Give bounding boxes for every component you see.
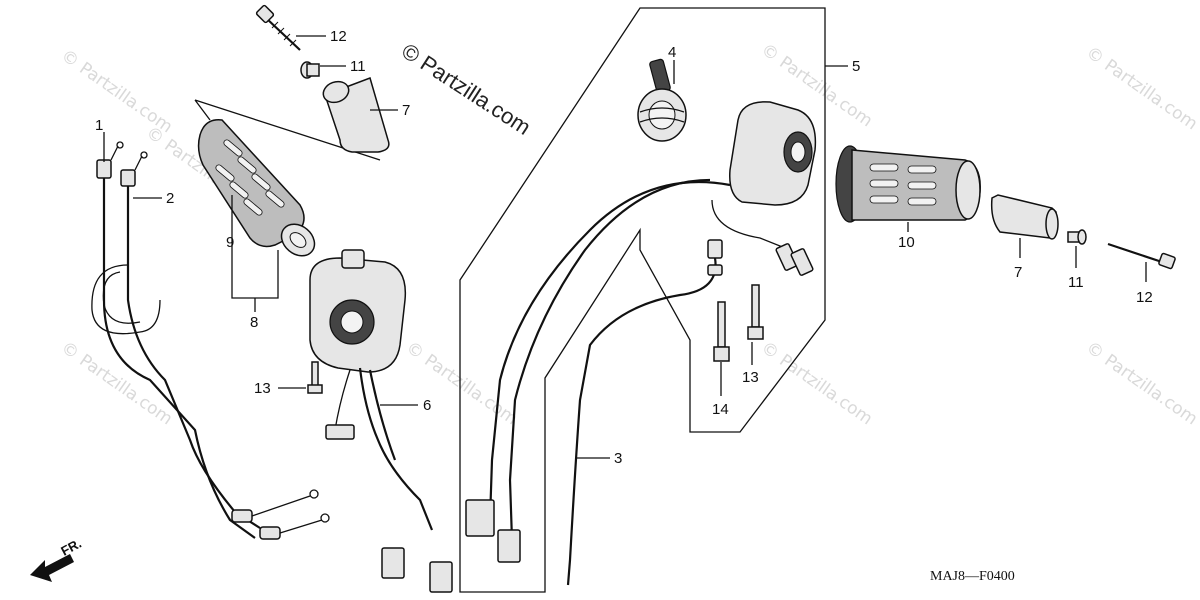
sub-assembly-outline (459, 7, 826, 593)
screw-13-right (747, 284, 764, 340)
bar-end-bolt-left (255, 4, 301, 51)
callout-10: 10 (898, 234, 915, 251)
bar-end-collar-right (1067, 229, 1087, 245)
callout-7-right: 7 (1014, 264, 1022, 281)
bar-end-weight-right (990, 194, 1059, 240)
left-switch-housing (309, 249, 453, 593)
throttle-pulley (637, 58, 687, 142)
callout-6: 6 (423, 397, 431, 414)
watermark: © Partzilla.com (1082, 43, 1200, 135)
throttle-cables (91, 141, 330, 540)
arrow-icon (30, 554, 74, 582)
callout-11: 11 (350, 58, 366, 75)
callout-12: 12 (330, 28, 347, 45)
screw-13-left (307, 361, 323, 394)
callout-13-right: 13 (742, 369, 759, 386)
callout-2: 2 (166, 190, 174, 207)
throttle-cable-assembly (566, 239, 723, 586)
front-direction-indicator: FR. (30, 536, 84, 582)
left-grip (194, 99, 381, 257)
callout-12-right: 12 (1136, 289, 1153, 306)
bar-end-weight-left (322, 77, 390, 153)
diagram-code: MAJ8—F0400 (930, 569, 1015, 584)
watermark: © Partzilla.com (1082, 338, 1200, 430)
callout-5: 5 (852, 58, 860, 75)
watermark: © Partzilla.com (57, 46, 176, 138)
callout-8: 8 (250, 314, 258, 331)
partzilla-header-watermark: © Partzilla.com (397, 38, 535, 140)
main-wire-harness (465, 178, 731, 563)
right-grip (835, 145, 981, 223)
direction-label: FR. (58, 536, 84, 559)
callout-13: 13 (254, 380, 271, 397)
callout-4: 4 (668, 44, 676, 61)
callout-9: 9 (226, 234, 234, 251)
watermark: © Partzilla.com (402, 338, 521, 430)
watermark: © Partzilla.com (757, 338, 876, 430)
callout-14: 14 (712, 401, 729, 418)
callout-7: 7 (402, 102, 410, 119)
callout-11-right: 11 (1068, 274, 1084, 291)
callout-3: 3 (614, 450, 622, 467)
right-switch-housing (711, 101, 817, 276)
screw-14 (713, 301, 730, 362)
callout-1: 1 (95, 117, 103, 134)
bar-end-collar-left (300, 61, 320, 79)
bar-end-bolt-right (1107, 242, 1176, 270)
